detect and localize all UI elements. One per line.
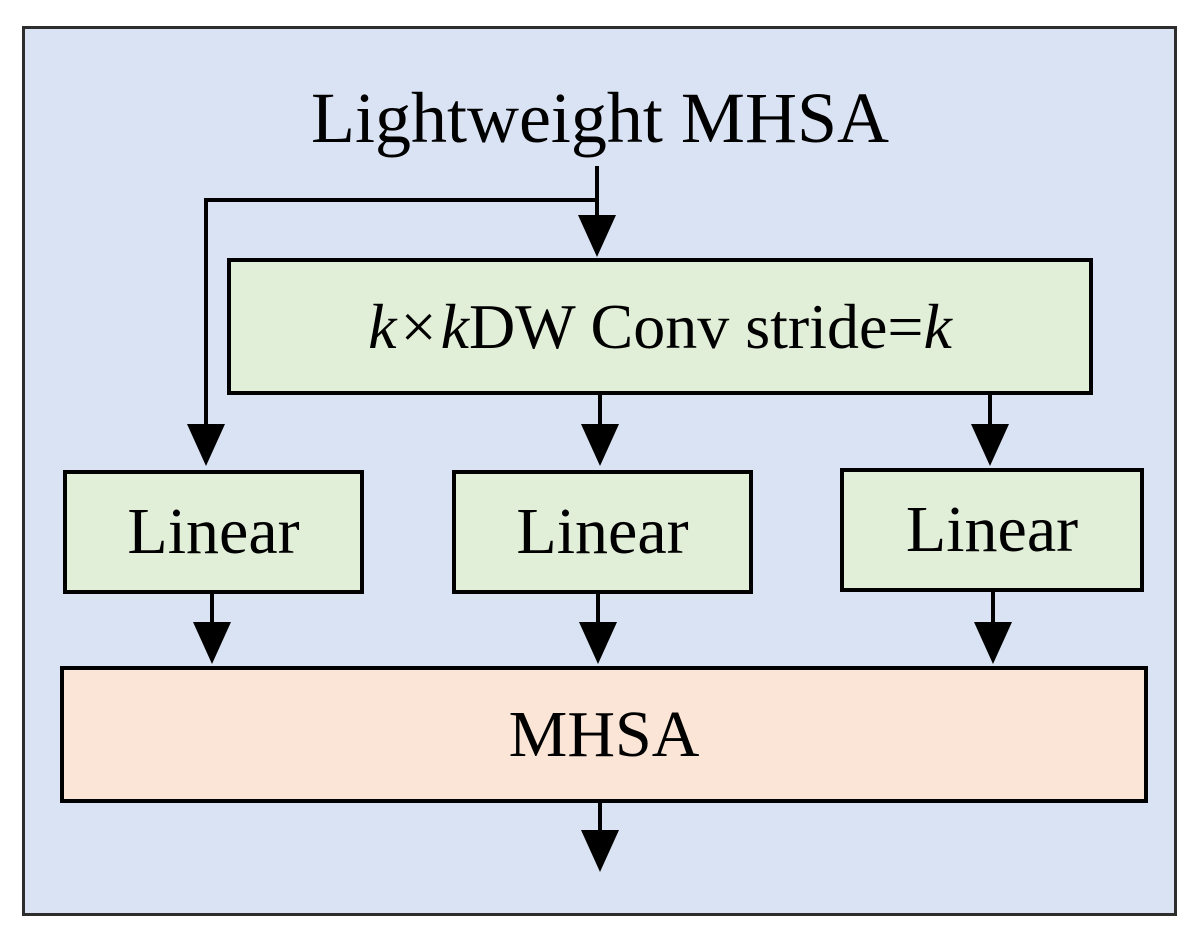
linear-block-left: Linear <box>63 470 364 594</box>
linear-block-right: Linear <box>840 468 1144 592</box>
dwconv-label: DW Conv stride= <box>469 290 924 362</box>
dwconv-k-left: k <box>368 290 397 362</box>
multiply-sign: × <box>400 290 437 362</box>
mhsa-label: MHSA <box>508 697 700 771</box>
dwconv-k-stride: k <box>923 290 952 362</box>
dwconv-block: k × k DW Conv stride=k <box>227 258 1093 395</box>
mhsa-block: MHSA <box>60 666 1148 803</box>
linear-right-label: Linear <box>905 493 1079 566</box>
diagram-title: Lightweight MHSA <box>310 78 889 158</box>
dwconv-k-right: k <box>440 290 470 362</box>
linear-left-label: Linear <box>127 495 300 568</box>
linear-block-mid: Linear <box>452 470 753 594</box>
linear-mid-label: Linear <box>516 495 689 568</box>
